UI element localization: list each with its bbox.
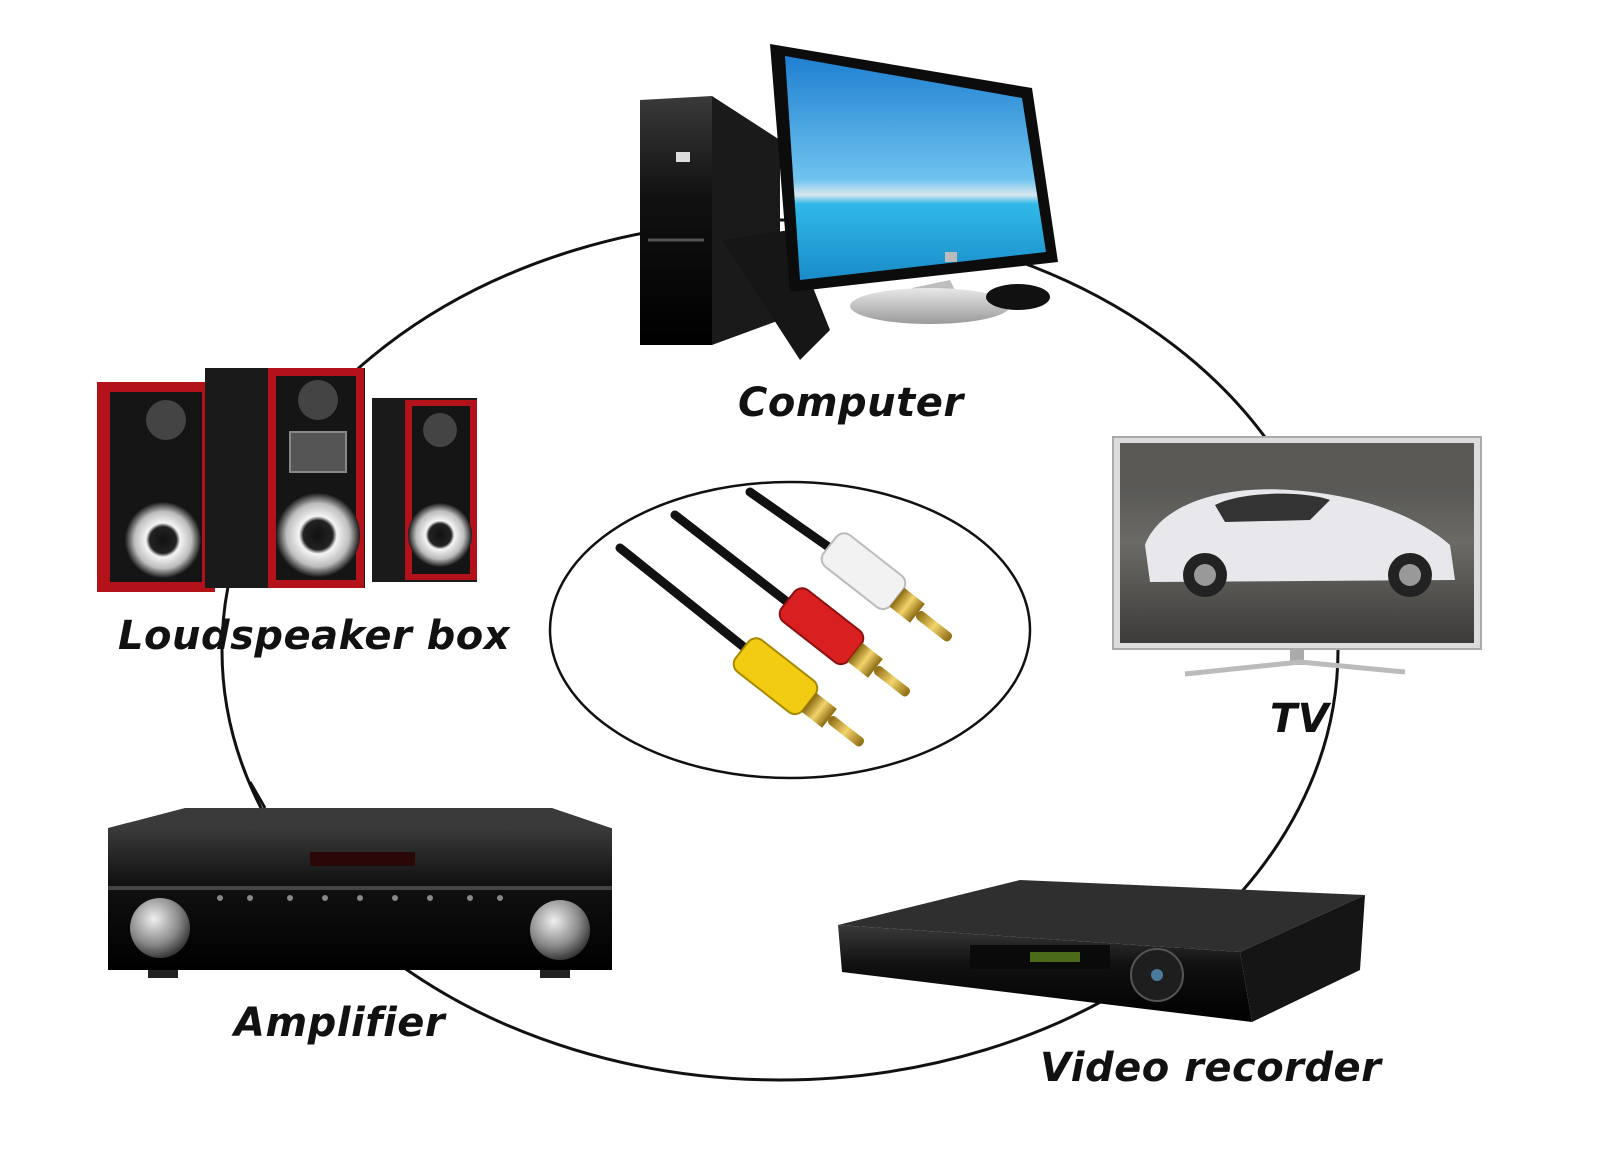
video-recorder-label: Video recorder: [1040, 1045, 1382, 1091]
video-recorder-icon: [838, 880, 1365, 1022]
computer-label: Computer: [738, 380, 964, 426]
tv-icon: [1112, 436, 1482, 677]
computer-icon: [640, 44, 1058, 360]
loudspeaker-icon: [97, 368, 477, 592]
loudspeaker-box-label: Loudspeaker box: [118, 613, 511, 659]
amplifier-icon: [108, 808, 612, 978]
amplifier-label: Amplifier: [234, 1000, 446, 1046]
tv-label: TV: [1270, 696, 1330, 742]
rca-cable-icon: [548, 480, 1032, 780]
